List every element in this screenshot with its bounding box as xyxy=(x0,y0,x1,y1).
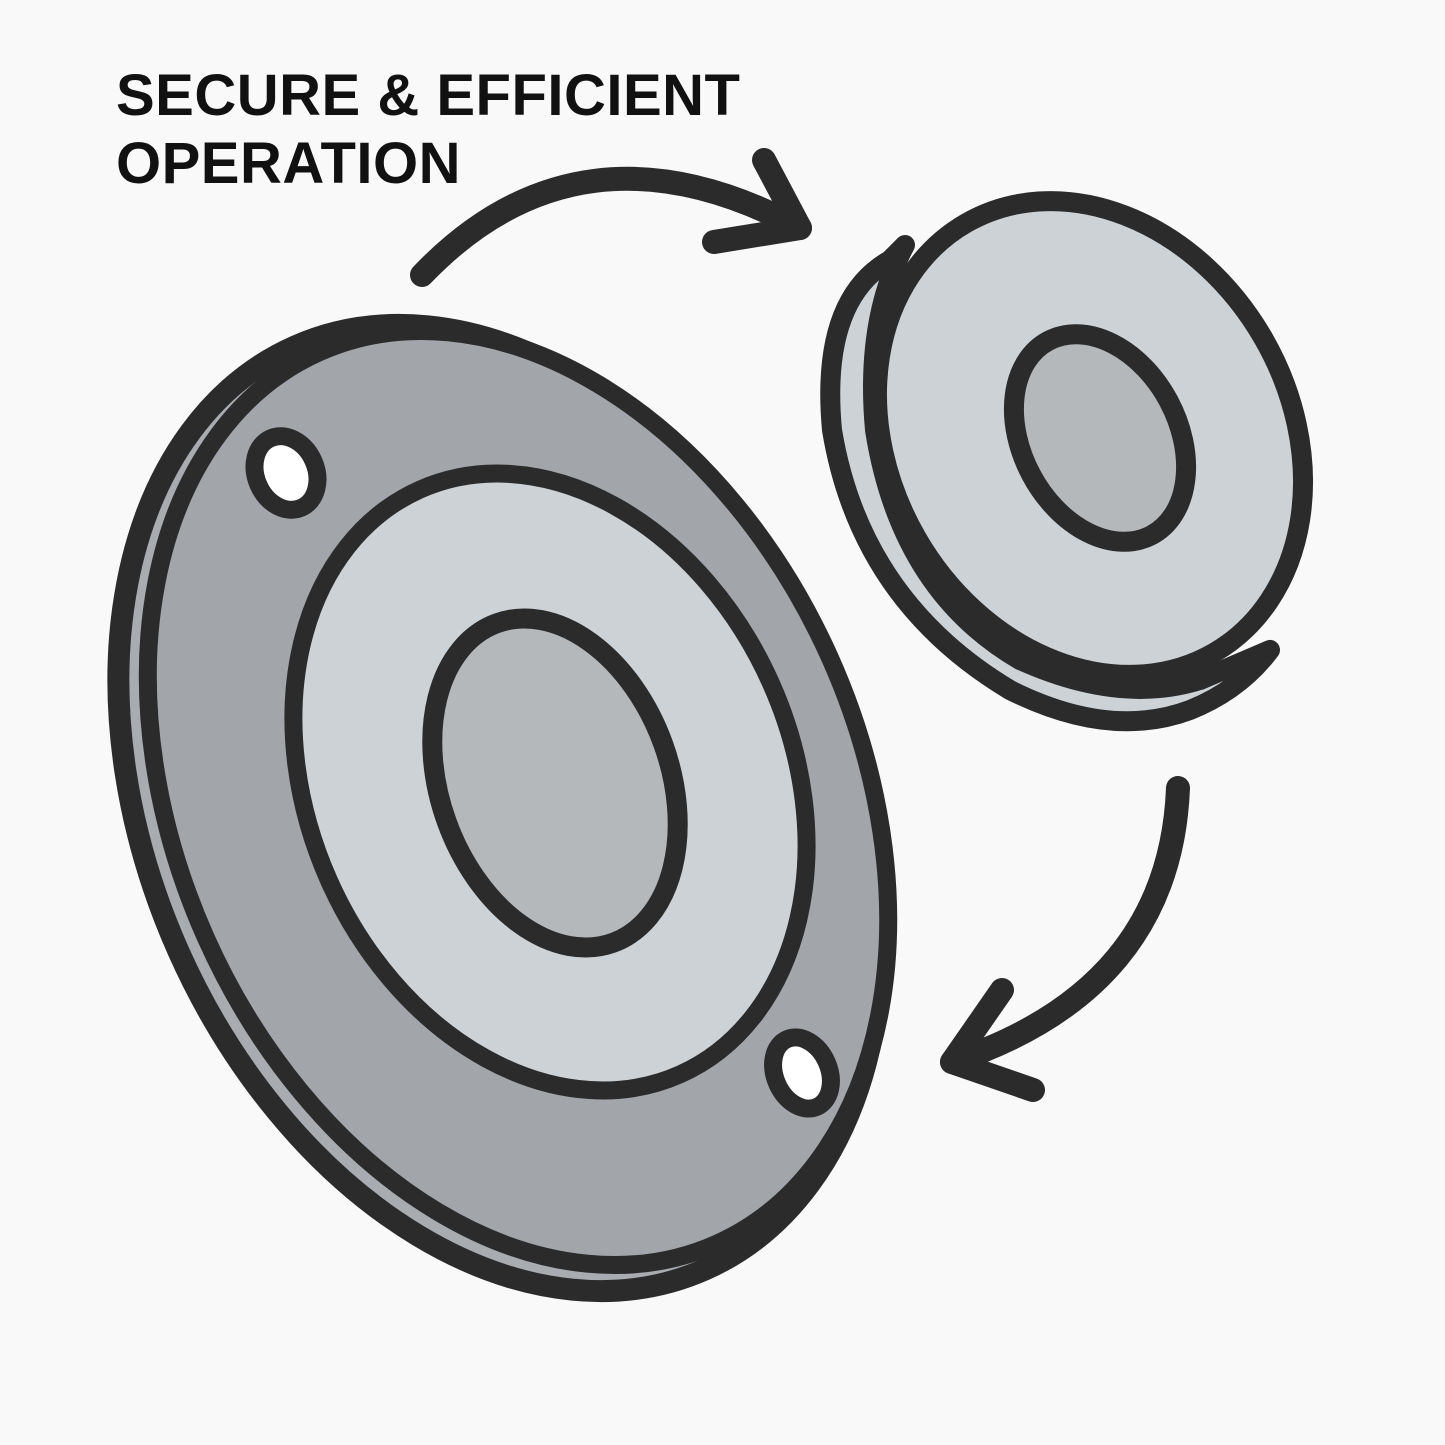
bolt-hole-top xyxy=(245,427,327,519)
bolt-hole-bottom xyxy=(764,1028,840,1118)
disc-center-bore xyxy=(422,608,688,958)
headline-line-2: OPERATION xyxy=(116,131,461,196)
large-flange-disc-icon xyxy=(107,313,898,1303)
bottom-curved-arrow-icon xyxy=(940,776,1190,1102)
headline-line-1: SECURE & EFFICIENT xyxy=(116,63,741,128)
washer-hole xyxy=(1003,324,1197,552)
headline: SECURE & EFFICIENT OPERATION xyxy=(116,62,741,198)
top-curved-arrow-icon xyxy=(410,148,812,287)
small-washer-icon xyxy=(820,191,1314,732)
